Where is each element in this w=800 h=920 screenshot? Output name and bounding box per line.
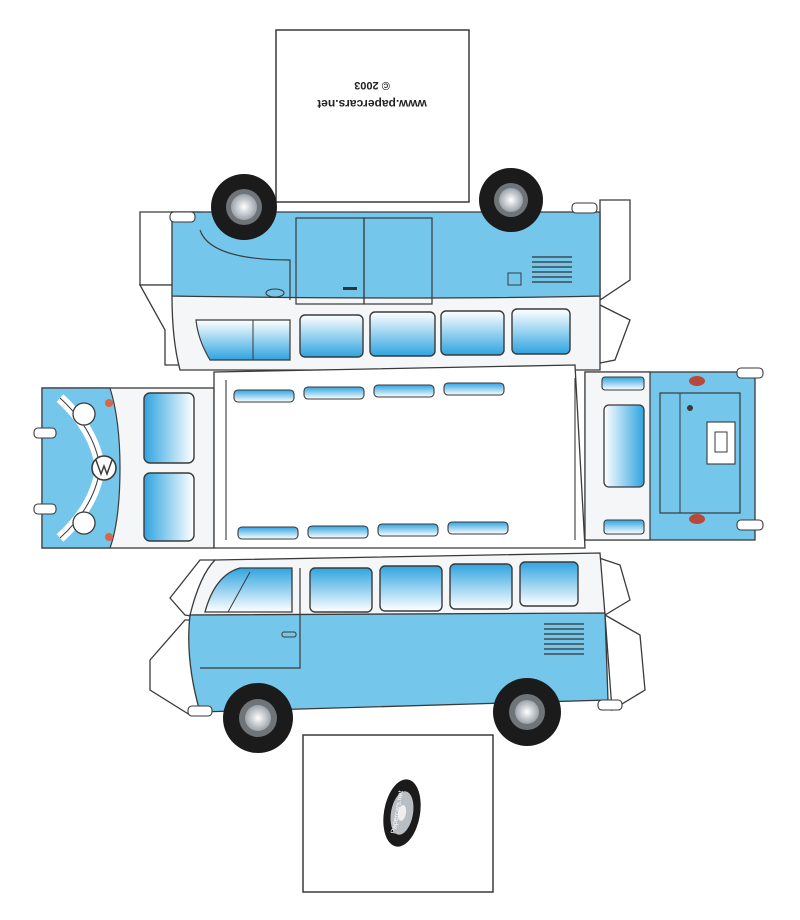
roof-side-panel [138,168,631,371]
url-text: www.papercars.net [317,97,428,111]
lower-wheel-left [223,683,293,753]
rear-panel [584,367,764,541]
top-tab: www.papercars.net © 2003 [275,29,470,203]
upper-wheel-right [479,168,543,232]
vw-logo-icon [91,455,117,481]
upper-vent-grille [532,256,572,283]
upper-side-windows [195,308,571,361]
bottom-tab: Papercars.net [302,734,494,893]
floor-panel [213,364,586,549]
upper-wheel-left [211,174,277,240]
lower-wheel-right [493,678,561,746]
tire-logo-icon: Papercars.net [383,779,421,847]
lower-side-windows [204,561,579,613]
lower-side-panel [149,552,646,753]
roof-window-row-top [233,382,505,403]
roof-window-row-bottom [237,521,509,540]
lower-vent-grille [544,623,584,655]
front-panel [33,387,215,549]
copyright-text: © 2003 [354,79,390,91]
